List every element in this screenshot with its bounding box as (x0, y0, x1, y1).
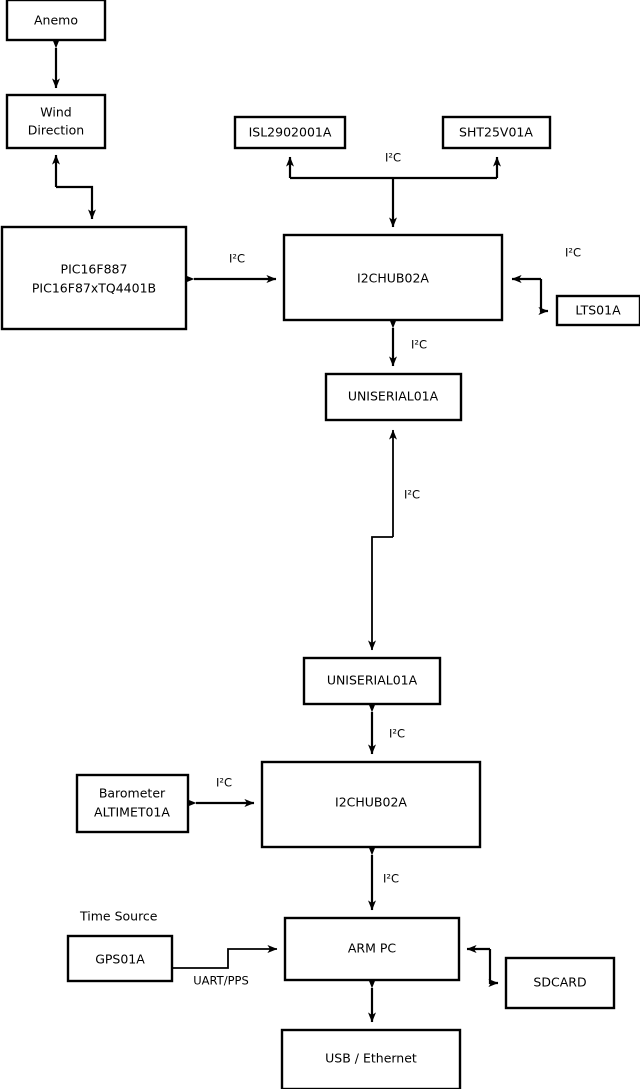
edges (52, 38, 549, 1023)
node-usb-ethernet[interactable]: USB / Ethernet (280, 1028, 462, 1089)
node-barometer-label-line2: ALTIMET01A (94, 805, 170, 820)
edge-armpc-sdcard-out (488, 949, 499, 987)
node-wind-direction[interactable]: Wind Direction (5, 93, 107, 150)
node-arm-pc[interactable]: ARM PC (283, 916, 461, 982)
node-barometer-label-line1: Barometer (99, 786, 166, 801)
node-lts01a-label: LTS01A (575, 303, 621, 318)
edge-label-gps-armpc: UART/PPS (193, 974, 249, 988)
node-pic-label-line1: PIC16F887 (61, 262, 128, 277)
node-lts01a[interactable]: LTS01A (555, 294, 640, 327)
node-i2chub02a-top[interactable]: I2CHUB02A (282, 233, 504, 322)
node-i2chub02a-bottom[interactable]: I2CHUB02A (260, 760, 482, 849)
edge-uniserial-link-down (368, 536, 393, 651)
node-sdcard-label: SDCARD (533, 975, 586, 990)
node-sht25v01a-label: SHT25V01A (459, 125, 533, 140)
edge-wind-pic-jog (56, 185, 96, 220)
edge-hub-lts-out (538, 279, 549, 315)
edge-label-hub-lts: I²C (565, 246, 581, 260)
node-wind-direction-label-line2: Direction (28, 123, 84, 138)
edge-label-uniserial-link: I²C (404, 488, 420, 502)
node-uniserial01a-top-label: UNISERIAL01A (348, 389, 439, 404)
node-gps01a[interactable]: GPS01A (66, 934, 174, 983)
edge-label-hub2-armpc: I²C (383, 872, 399, 886)
node-sdcard[interactable]: SDCARD (504, 956, 616, 1010)
edge-label-baro-hub: I²C (216, 776, 232, 790)
node-i2chub02a-bottom-label: I2CHUB02A (335, 795, 407, 810)
node-sht25v01a[interactable]: SHT25V01A (441, 115, 552, 150)
edge-label-pic-hub: I²C (229, 252, 245, 266)
node-anemo-label: Anemo (34, 13, 78, 28)
label-time-source: Time Source (79, 909, 158, 924)
node-isl2902001a-label: ISL2902001A (249, 125, 332, 140)
free-labels: Time Source (79, 909, 158, 924)
node-i2chub02a-top-label: I2CHUB02A (357, 271, 429, 286)
edge-label-hub-uniserial: I²C (411, 338, 427, 352)
edge-gps-armpc (172, 945, 278, 969)
edge-label-uniserial-hub2: I²C (389, 727, 405, 741)
edge-label-sensors-hub: I²C (385, 151, 401, 165)
node-anemo[interactable]: Anemo (5, 0, 107, 42)
node-usb-ethernet-label: USB / Ethernet (325, 1051, 417, 1066)
node-isl2902001a[interactable]: ISL2902001A (233, 115, 347, 150)
edge-labels: I²C I²C I²C I²C I²C I²C I²C I²C UART/PPS (193, 151, 581, 988)
node-uniserial01a-top[interactable]: UNISERIAL01A (324, 372, 463, 422)
node-wind-direction-label-line1: Wind (40, 105, 71, 120)
node-gps01a-label: GPS01A (95, 952, 145, 967)
node-pic-label-line2: PIC16F87xTQ4401B (32, 281, 156, 296)
node-arm-pc-label: ARM PC (348, 941, 397, 956)
node-barometer[interactable]: Barometer ALTIMET01A (75, 773, 190, 834)
node-uniserial01a-bottom[interactable]: UNISERIAL01A (302, 656, 442, 706)
node-pic[interactable]: PIC16F887 PIC16F87xTQ4401B (0, 225, 188, 331)
node-uniserial01a-bottom-label: UNISERIAL01A (327, 673, 418, 688)
